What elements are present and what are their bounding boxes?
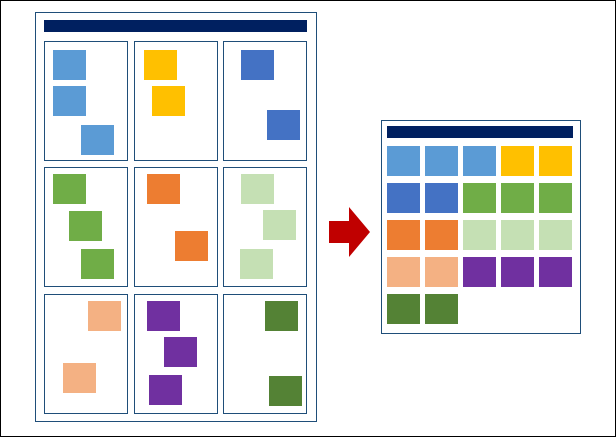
- grid-tile-dark-blue: [425, 183, 458, 213]
- grid-tile-pale-green: [539, 220, 572, 250]
- board-cell-purple: [134, 294, 218, 414]
- grid-tile-green: [463, 183, 496, 213]
- sticky-note-light-blue: [53, 50, 86, 80]
- arrow-right-icon: [329, 207, 370, 257]
- board-cell-pale-green: [223, 167, 307, 287]
- grid-tile-orange: [387, 220, 420, 250]
- sticky-note-green: [69, 211, 102, 241]
- sticky-note-pale-green: [240, 249, 273, 279]
- grid-tile-pale-green: [501, 220, 534, 250]
- board-cell-peach: [44, 294, 128, 414]
- grid-tile-peach: [387, 257, 420, 287]
- board-cell-green: [44, 167, 128, 287]
- sticky-note-purple: [149, 375, 182, 405]
- grid-tile-green: [501, 183, 534, 213]
- grid-tile-yellow: [501, 146, 534, 176]
- grid-tile-purple: [501, 257, 534, 287]
- board-cell-light-blue: [44, 41, 128, 161]
- board-cell-dark-blue: [223, 41, 307, 161]
- board-header-bar: [44, 20, 307, 32]
- grid-tile-light-blue: [425, 146, 458, 176]
- grid-tile-light-blue: [387, 146, 420, 176]
- sticky-note-dark-blue: [241, 50, 274, 80]
- sticky-note-dark-green: [265, 301, 298, 331]
- sticky-note-orange: [175, 231, 208, 261]
- sticky-note-orange: [147, 174, 180, 204]
- sticky-note-pale-green: [263, 210, 296, 240]
- sticky-note-light-blue: [81, 125, 114, 155]
- sticky-note-purple: [147, 301, 180, 331]
- grid-tile-yellow: [539, 146, 572, 176]
- sticky-note-peach: [63, 363, 96, 393]
- grid-header-bar: [387, 126, 573, 138]
- grid-tile-dark-blue: [387, 183, 420, 213]
- sticky-note-dark-green: [269, 376, 302, 406]
- sticky-note-green: [53, 174, 86, 204]
- sticky-note-purple: [164, 337, 197, 367]
- sticky-note-pale-green: [241, 174, 274, 204]
- grid-tile-dark-green: [387, 294, 420, 324]
- board-cell-orange: [134, 167, 218, 287]
- sticky-note-green: [81, 249, 114, 279]
- sticky-note-yellow: [152, 86, 185, 116]
- sticky-note-yellow: [144, 50, 177, 80]
- grid-tile-dark-green: [425, 294, 458, 324]
- sticky-board: [35, 12, 317, 422]
- grid-tile-green: [539, 183, 572, 213]
- grid-tile-peach: [425, 257, 458, 287]
- sorted-grid: [381, 120, 581, 334]
- sticky-note-dark-blue: [267, 110, 300, 140]
- grid-tile-light-blue: [463, 146, 496, 176]
- grid-tile-pale-green: [463, 220, 496, 250]
- grid-tile-purple: [539, 257, 572, 287]
- grid-tile-purple: [463, 257, 496, 287]
- board-cell-dark-green: [223, 294, 307, 414]
- sticky-note-peach: [88, 301, 121, 331]
- board-cell-yellow: [134, 41, 218, 161]
- sticky-note-light-blue: [53, 86, 86, 116]
- grid-tile-orange: [425, 220, 458, 250]
